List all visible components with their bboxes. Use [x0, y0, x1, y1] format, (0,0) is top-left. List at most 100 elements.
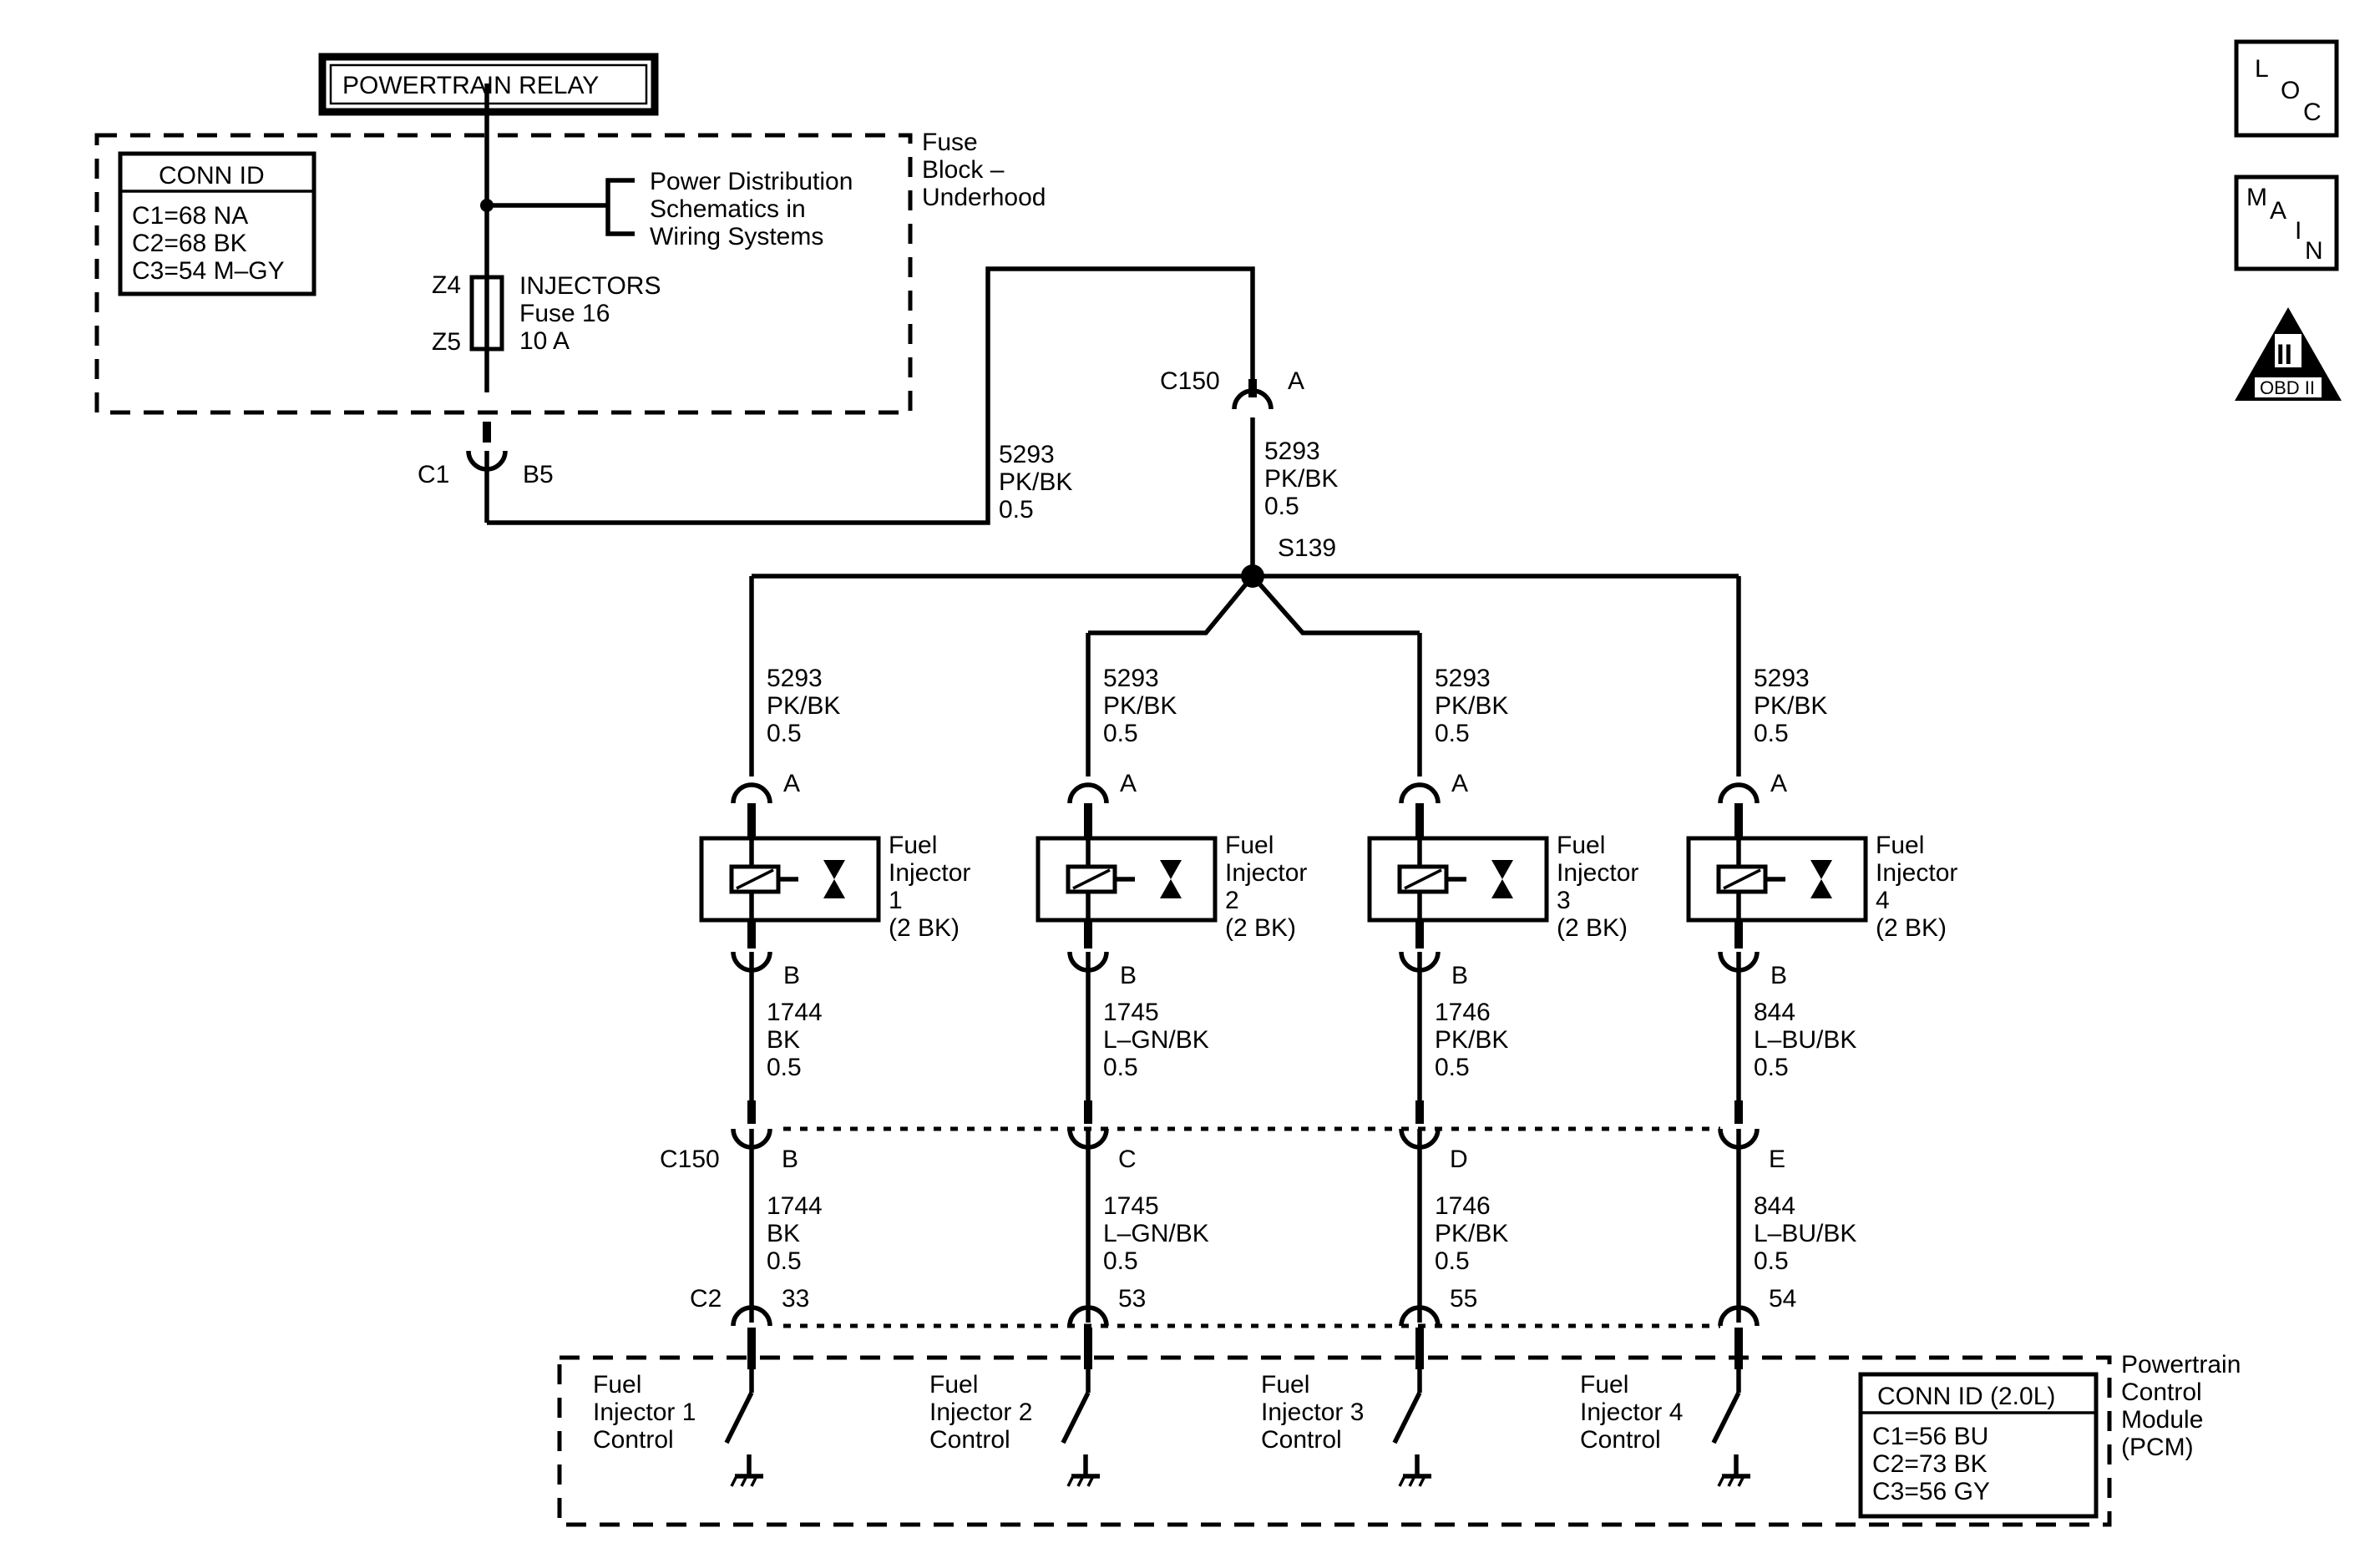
- svg-text:II: II: [2276, 339, 2292, 371]
- pcm-conn-id-line: C2=73 BK: [1872, 1450, 1988, 1478]
- powertrain-relay-label: POWERTRAIN RELAY: [342, 72, 599, 99]
- c150-pin-label: B: [782, 1146, 798, 1173]
- pcm-conn-id-line: C1=56 BU: [1872, 1423, 1988, 1450]
- connector-pin-a: [1399, 782, 1441, 804]
- conn-id-line: C1=68 NA: [132, 202, 248, 230]
- pin-b-label: B: [1120, 962, 1137, 989]
- svg-text:I: I: [2295, 217, 2302, 245]
- power-distribution-bracket: [605, 178, 635, 236]
- fuse-label: INJECTORS Fuse 16 10 A: [519, 272, 668, 355]
- c1-connector-label: C1: [418, 461, 449, 488]
- driver-switch-icon: [1392, 1391, 1422, 1444]
- powertrain-relay-box: POWERTRAIN RELAY: [318, 53, 659, 116]
- pin-b-label: B: [1770, 962, 1787, 989]
- connector-c2-pin: [1067, 1305, 1109, 1327]
- pcm-boundary: [557, 1355, 2112, 1527]
- c150-top-pin-label: A: [1288, 367, 1304, 395]
- pcm-conn-id-table: CONN ID (2.0L) C1=56 BU C2=73 BK C3=56 G…: [1858, 1372, 2099, 1519]
- c150-pin-label: D: [1450, 1146, 1468, 1173]
- pin-a-label: A: [1770, 770, 1787, 797]
- conn-id-title: CONN ID: [159, 162, 265, 190]
- connector-c2-pin: [1399, 1305, 1441, 1327]
- fuse-block-conn-id-table: CONN ID C1=68 NA C2=68 BK C3=54 M–GY: [118, 151, 316, 296]
- pin-a-label: A: [1120, 770, 1137, 797]
- pcm-label: Powertrain Control Module (PCM): [2121, 1351, 2248, 1461]
- pcm-pin-label: 55: [1450, 1285, 1477, 1313]
- loc-nav-button[interactable]: L O C: [2234, 39, 2339, 138]
- pcm-pin-label: 54: [1769, 1285, 1796, 1313]
- c150-pin-label: E: [1769, 1146, 1785, 1173]
- pin-b-label: B: [1451, 962, 1468, 989]
- driver-switch-icon: [1061, 1391, 1091, 1444]
- power-distribution-note: Power Distribution Schematics in Wiring …: [650, 168, 860, 250]
- valve-icon: [823, 860, 845, 879]
- c150-bottom-connector-label: C150: [660, 1146, 720, 1173]
- pcm-pin-label: 33: [782, 1285, 809, 1313]
- pin-a-label: A: [1451, 770, 1468, 797]
- c2-connector-label: C2: [690, 1285, 722, 1313]
- svg-text:O: O: [2281, 77, 2300, 104]
- c150-pin-label: C: [1118, 1146, 1137, 1173]
- svg-text:M: M: [2246, 184, 2267, 211]
- svg-text:A: A: [2270, 197, 2286, 225]
- fuse-pin-z5: Z5: [432, 328, 461, 356]
- main-nav-button[interactable]: M A I N: [2234, 175, 2339, 271]
- c1-pin-label: B5: [523, 461, 554, 488]
- fuse-block-label: Fuse Block – Underhood: [922, 129, 1046, 211]
- conn-id-line: C3=54 M–GY: [132, 257, 285, 285]
- connector-pin-a: [1718, 782, 1760, 804]
- svg-text:L: L: [2255, 55, 2269, 83]
- connector-pin-a: [1067, 782, 1109, 804]
- driver-switch-icon: [1711, 1391, 1741, 1444]
- fuse-block-boundary: [94, 133, 913, 415]
- svg-text:N: N: [2305, 237, 2323, 265]
- connector-c150-pin-a: [1232, 388, 1274, 410]
- c150-top-connector-label: C150: [1160, 367, 1220, 395]
- connector-pin-a: [731, 782, 772, 804]
- pcm-pin-label: 53: [1118, 1285, 1146, 1313]
- obd-ii-nav-button[interactable]: II OBD II: [2235, 307, 2342, 401]
- connector-c2-pin: [1718, 1305, 1760, 1327]
- feed-wire-5293: [487, 266, 1255, 525]
- fuse-pin-z4: Z4: [432, 271, 461, 299]
- pcm-conn-id-line: C3=56 GY: [1872, 1478, 1990, 1505]
- feed-wire-label: 5293 PK/BK 0.5: [999, 441, 1080, 524]
- svg-text:OBD II: OBD II: [2260, 377, 2315, 398]
- c150-wire-label: 5293 PK/BK 0.5: [1264, 438, 1345, 520]
- pin-a-label: A: [783, 770, 800, 797]
- pcm-conn-id-title: CONN ID (2.0L): [1877, 1383, 2055, 1410]
- driver-switch-icon: [724, 1391, 754, 1444]
- valve-icon: [1810, 860, 1832, 879]
- connector-c2-pin: [731, 1305, 772, 1327]
- valve-icon: [1491, 860, 1513, 879]
- splice-label: S139: [1278, 534, 1336, 562]
- conn-id-line: C2=68 BK: [132, 230, 247, 257]
- pin-b-label: B: [783, 962, 800, 989]
- valve-icon: [1160, 860, 1182, 879]
